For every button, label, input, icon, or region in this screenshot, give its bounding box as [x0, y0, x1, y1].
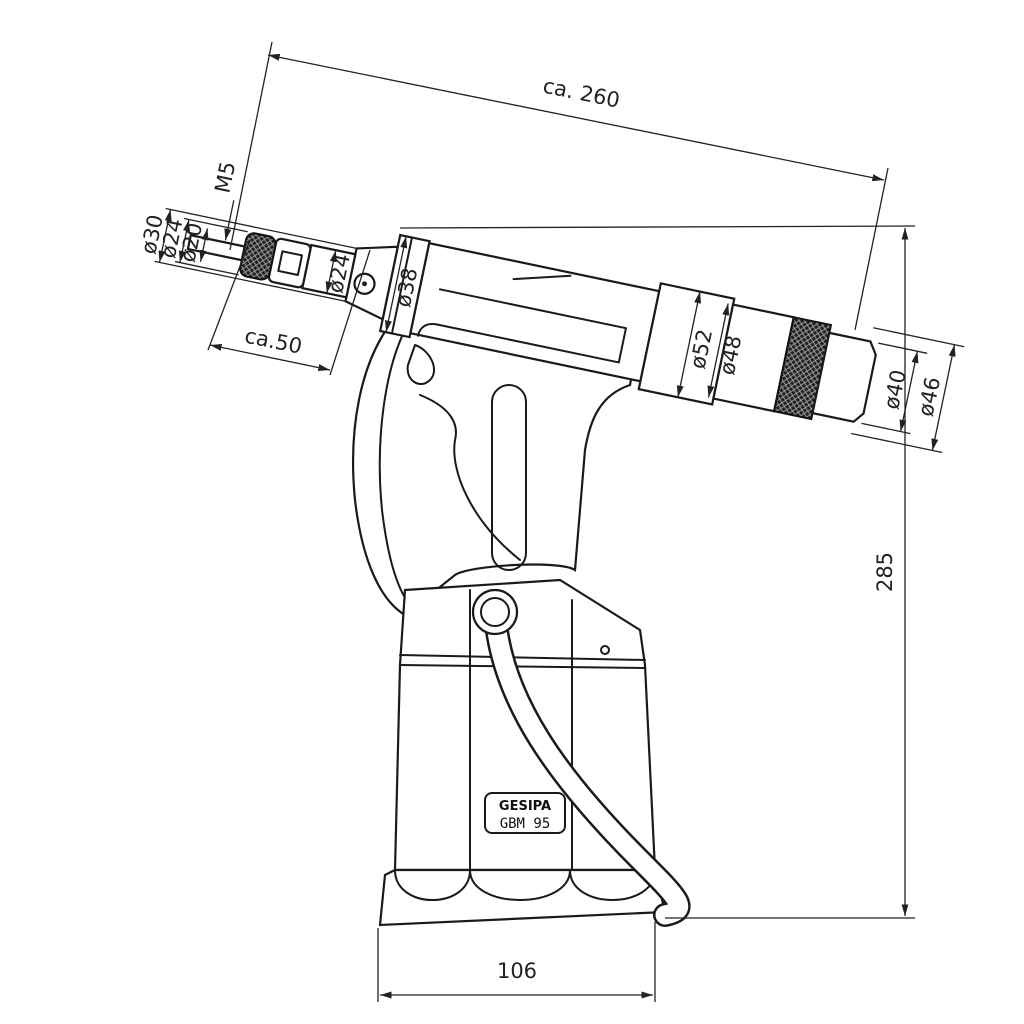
trigger: [406, 344, 435, 385]
grip-slot: [491, 384, 527, 571]
dim-thread-m5: M5: [210, 159, 240, 195]
dim-height: 285: [873, 552, 897, 592]
product-logo: GESIPA: [499, 799, 551, 814]
base: GESIPA GBM 95: [378, 578, 667, 927]
dim-base-width: 106: [497, 959, 537, 983]
dimension-lines: [207, 41, 916, 1002]
dim-overall-length: ca. 260: [541, 74, 622, 113]
model-label: GBM 95: [500, 816, 551, 832]
air-hose: [471, 588, 691, 927]
tool-head: ø30 ø24 ø20 M5 ø24 ø38 ø52 ø48 ø40 ø46: [136, 159, 965, 454]
logo-plate: [484, 792, 566, 834]
